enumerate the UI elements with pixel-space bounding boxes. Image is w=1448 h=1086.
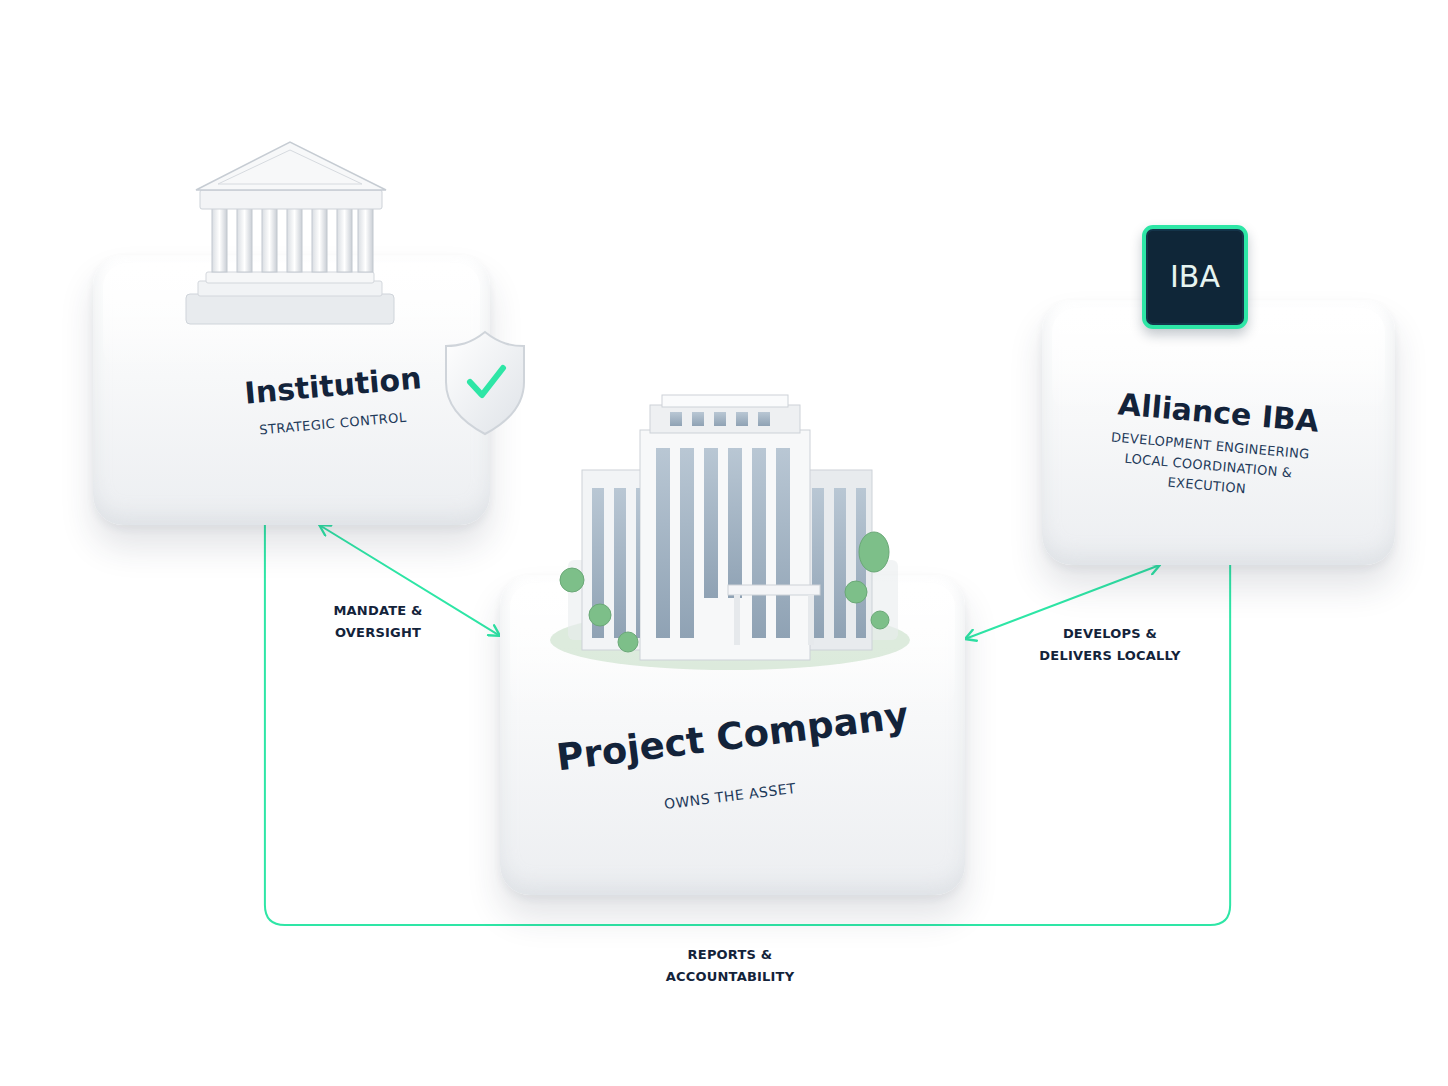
institution-block: InstitutionSTRATEGIC CONTROL — [93, 255, 490, 525]
connector-arrow — [319, 525, 500, 636]
logo-badge: IBA — [1142, 225, 1248, 329]
building-windows-part — [670, 412, 682, 426]
connector-arrow — [265, 525, 1230, 925]
building-windows-part — [714, 412, 726, 426]
project-block: Project CompanyOWNS THE ASSET — [500, 575, 965, 895]
office-building-icon-part — [650, 405, 800, 433]
temple-icon-part — [196, 142, 386, 190]
office-building-icon-part — [662, 395, 788, 407]
node-subtitle: OWNS THE ASSET — [610, 772, 850, 819]
tree-shapes-part — [859, 532, 889, 572]
node-subtitle: DEVELOPMENT ENGINEERING LOCAL COORDINATI… — [1099, 427, 1318, 506]
badge-text: IBA — [1146, 259, 1244, 295]
node-title: Institution — [212, 357, 454, 416]
node-title: Project Company — [509, 688, 956, 786]
temple-icon-part — [218, 150, 362, 184]
building-windows-part — [736, 412, 748, 426]
edge-label: DEVELOPS & DELIVERS LOCALLY — [1025, 623, 1195, 667]
building-windows-part — [692, 412, 704, 426]
alliance-block: Alliance IBADEVELOPMENT ENGINEERING LOCA… — [1042, 300, 1395, 565]
edge-label: REPORTS & ACCOUNTABILITY — [645, 944, 815, 988]
building-windows-part — [758, 412, 770, 426]
temple-icon-part — [200, 190, 382, 209]
edge-label: MANDATE & OVERSIGHT — [323, 600, 433, 644]
